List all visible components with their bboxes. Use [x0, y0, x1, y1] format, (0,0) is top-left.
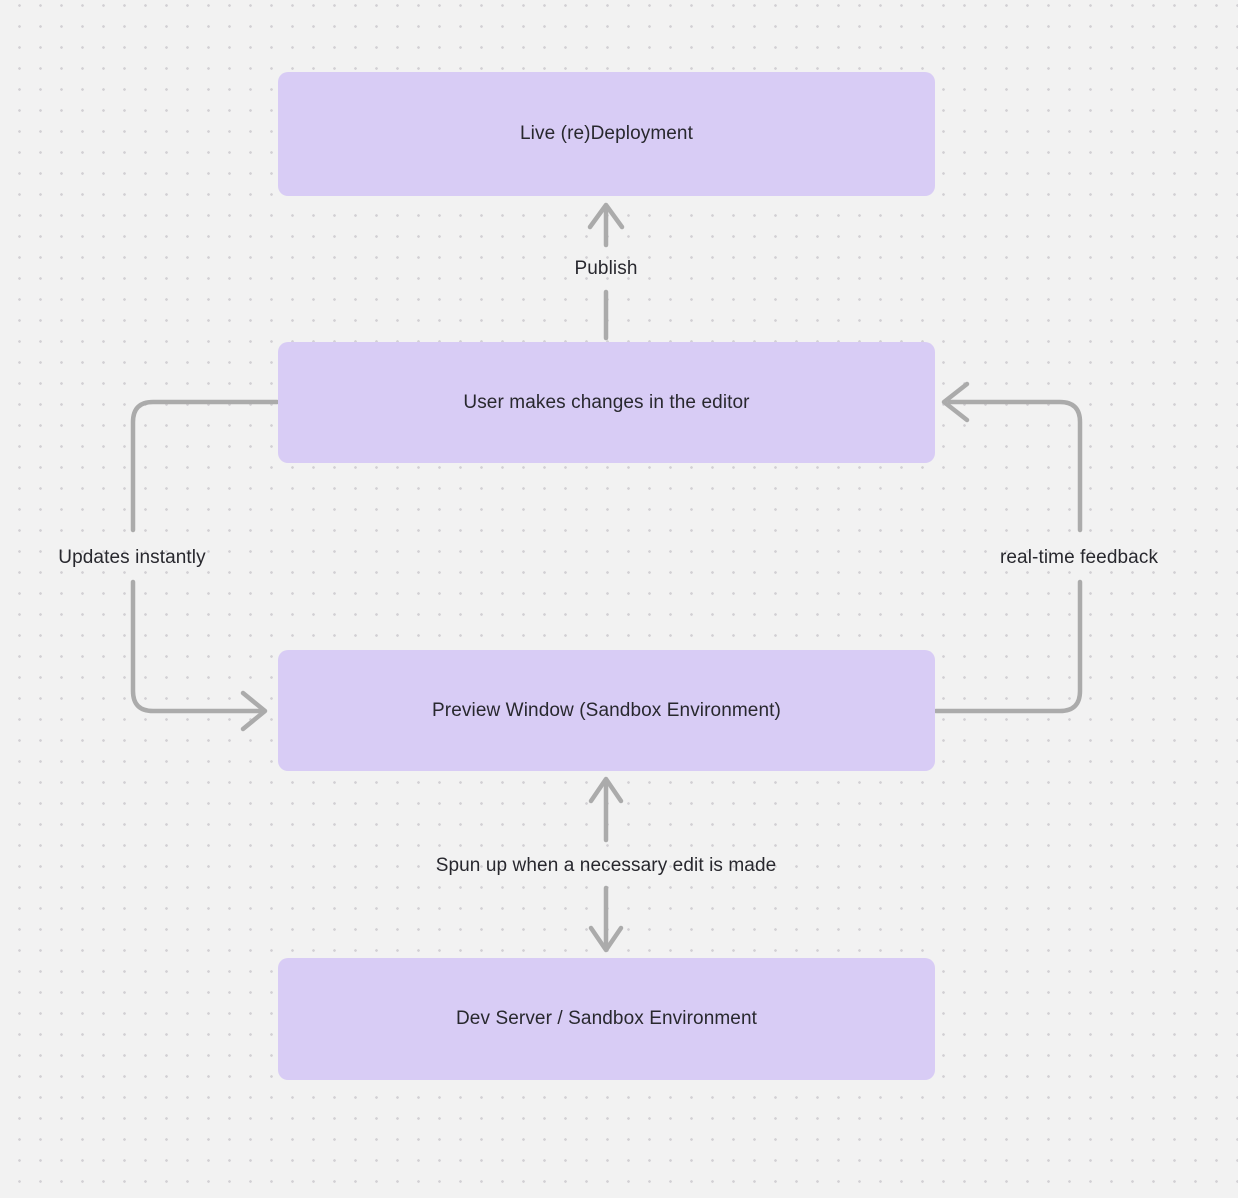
node-label-user-editor: User makes changes in the editor [463, 391, 750, 413]
node-label-live-redeployment: Live (re)Deployment [520, 123, 693, 144]
node-dev-server[interactable]: Dev Server / Sandbox Environment [278, 958, 935, 1080]
edge-publish-arrow[interactable] [587, 202, 625, 341]
arrowhead-up-icon [587, 202, 625, 230]
node-preview-window[interactable]: Preview Window (Sandbox Environment) [278, 650, 935, 771]
edge-label-updates-instantly[interactable]: Updates instantly [58, 547, 206, 568]
arrowhead-up-icon [588, 776, 624, 804]
node-user-editor[interactable]: User makes changes in the editor [278, 342, 935, 463]
arrowhead-down-icon [588, 925, 624, 953]
edge-label-spun-up[interactable]: Spun up when a necessary edit is made [435, 855, 777, 876]
edge-label-publish[interactable]: Publish [574, 258, 638, 279]
node-live-redeployment[interactable]: Live (re)Deployment [278, 72, 935, 196]
edge-real-time-feedback-arrow[interactable] [933, 381, 1083, 714]
arrowhead-left-icon [941, 381, 970, 423]
edge-label-real-time-feedback[interactable]: real-time feedback [999, 547, 1159, 568]
node-label-preview-window: Preview Window (Sandbox Environment) [432, 699, 781, 721]
edge-spun-up-arrow[interactable] [588, 776, 624, 953]
arrowhead-right-icon [240, 690, 268, 732]
edge-updates-instantly-arrow[interactable] [130, 399, 280, 732]
node-label-dev-server: Dev Server / Sandbox Environment [455, 1008, 757, 1029]
